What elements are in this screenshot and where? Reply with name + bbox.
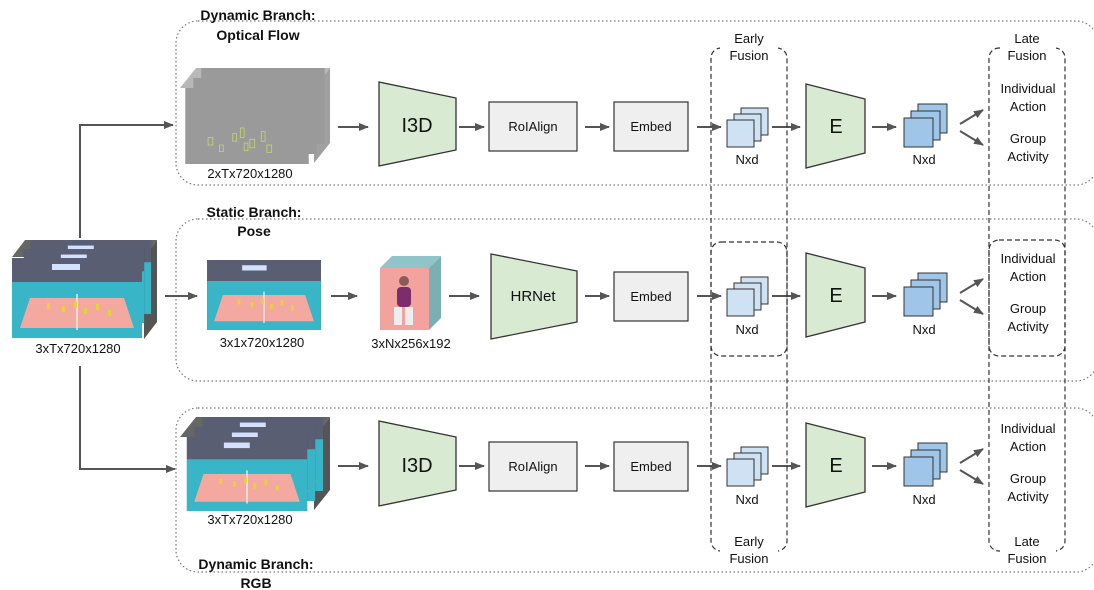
early-fusion-bottom-1: Early	[734, 534, 764, 549]
arrow-input-to-flow	[79, 121, 174, 238]
early-fusion-bottom-2: Fusion	[729, 551, 768, 566]
pose-encoder-label: E	[829, 285, 842, 307]
flow-i3d-block	[378, 81, 457, 167]
rgb-early-feature-stack	[726, 446, 769, 487]
pose-embed-label: Embed	[630, 289, 671, 304]
flow-early-feature-label: Nxd	[735, 152, 758, 167]
pose-individual-1: Individual	[1001, 251, 1056, 266]
flow-encoder-block	[805, 83, 866, 169]
input-video-stack	[11, 240, 157, 339]
arrow-input-to-rgb	[79, 366, 176, 473]
late-fusion-bottom-2: Fusion	[1007, 551, 1046, 566]
pose-input-dims: 3x1x720x1280	[220, 335, 305, 350]
flow-roialign-box	[488, 101, 578, 152]
pose-hrnet-label: HRNet	[510, 288, 556, 305]
late-fusion-top-1: Late	[1014, 31, 1039, 46]
rgb-individual-1: Individual	[1001, 421, 1056, 436]
input-dims-label: 3xTx720x1280	[35, 341, 120, 356]
early-fusion-pose-box	[710, 241, 788, 357]
arrow-pose-group	[959, 299, 984, 315]
rgb-late-feature-stack	[903, 442, 948, 487]
flow-group-1: Group	[1010, 131, 1046, 146]
rgb-roialign-label: RoIAlign	[508, 459, 557, 474]
arrow-flow-group	[959, 130, 984, 146]
rgb-roialign-box	[488, 441, 578, 492]
pose-hrnet-block	[490, 253, 578, 340]
flow-late-feature-stack	[903, 103, 948, 148]
flow-individual-2: Action	[1010, 99, 1046, 114]
flow-embed-box	[613, 101, 689, 152]
arrow-rgb-individual	[959, 448, 984, 464]
pose-title-2: Pose	[237, 223, 271, 239]
late-fusion-pose-box	[988, 239, 1066, 357]
flow-input-stack	[180, 68, 330, 164]
arrow-flow-individual	[959, 109, 984, 125]
pose-group-2: Activity	[1007, 319, 1049, 334]
rgb-input-stack	[180, 417, 330, 511]
flow-i3d-label: I3D	[401, 115, 432, 137]
rgb-group-2: Activity	[1007, 489, 1049, 504]
pose-early-feature-stack	[726, 276, 769, 317]
pose-crop-dims: 3xNx256x192	[371, 336, 451, 351]
rgb-group-1: Group	[1010, 471, 1046, 486]
rgb-embed-box	[613, 441, 689, 492]
late-fusion-top-2: Fusion	[1007, 48, 1046, 63]
pose-group-1: Group	[1010, 301, 1046, 316]
rgb-early-feature-label: Nxd	[735, 492, 758, 507]
flow-input-dims: 2xTx720x1280	[207, 166, 292, 181]
rgb-encoder-label: E	[829, 455, 842, 477]
early-fusion-top-2: Fusion	[729, 48, 768, 63]
flow-group-2: Activity	[1007, 149, 1049, 164]
rgb-embed-label: Embed	[630, 459, 671, 474]
late-fusion-bottom-1: Late	[1014, 534, 1039, 549]
arrow-pose-individual	[959, 278, 984, 294]
flow-late-feature-label: Nxd	[912, 152, 935, 167]
flow-encoder-label: E	[829, 116, 842, 138]
pose-embed-box	[613, 271, 689, 322]
pose-individual-2: Action	[1010, 269, 1046, 284]
rgb-i3d-block	[378, 420, 457, 507]
rgb-title-2: RGB	[240, 575, 271, 590]
pose-late-feature-stack	[903, 272, 948, 317]
flow-title-2: Optical Flow	[216, 27, 299, 43]
flow-embed-label: Embed	[630, 119, 671, 134]
flow-early-feature-stack	[726, 107, 769, 148]
rgb-i3d-label: I3D	[401, 455, 432, 477]
flow-individual-1: Individual	[1001, 81, 1056, 96]
rgb-title-1: Dynamic Branch:	[198, 556, 313, 572]
rgb-individual-2: Action	[1010, 439, 1046, 454]
pose-encoder-block	[805, 252, 866, 338]
pose-branch-container	[175, 218, 1094, 382]
pose-title-1: Static Branch:	[207, 204, 302, 220]
rgb-input-dims: 3xTx720x1280	[207, 512, 292, 527]
rgb-late-feature-label: Nxd	[912, 492, 935, 507]
arrow-rgb-group	[959, 469, 984, 485]
pose-person-crops	[380, 256, 441, 330]
pose-frame	[206, 260, 322, 330]
flow-roialign-label: RoIAlign	[508, 119, 557, 134]
pose-early-feature-label: Nxd	[735, 322, 758, 337]
pose-late-feature-label: Nxd	[912, 322, 935, 337]
early-fusion-top-1: Early	[734, 31, 764, 46]
flow-title-1: Dynamic Branch:	[200, 7, 315, 23]
rgb-encoder-block	[805, 422, 866, 508]
